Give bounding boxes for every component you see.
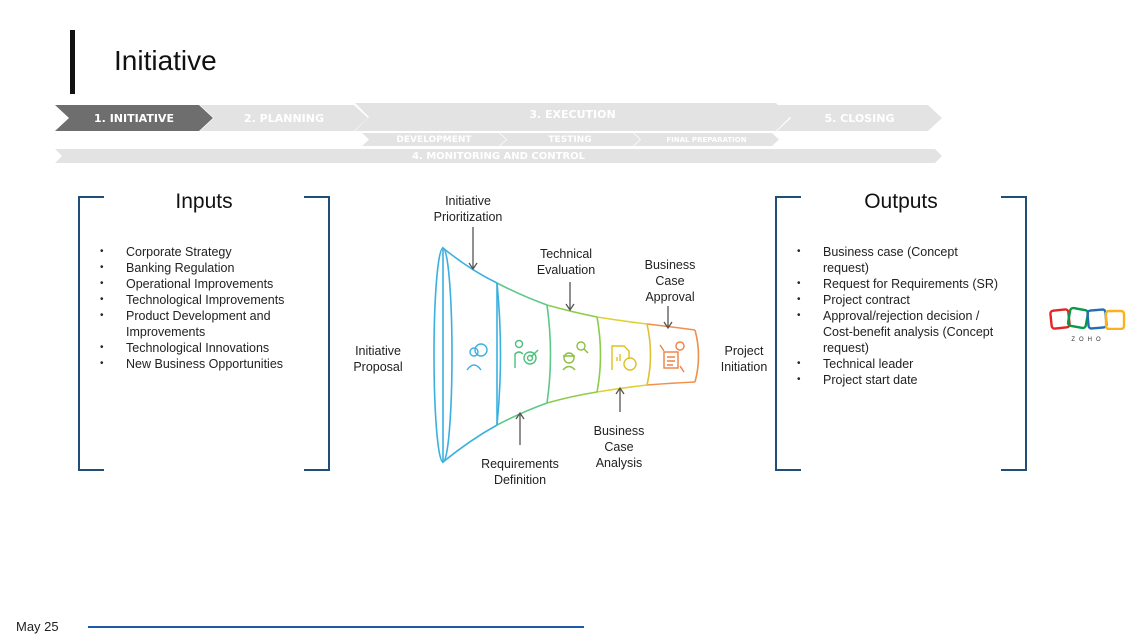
list-item: Corporate Strategy xyxy=(100,244,300,260)
outputs-title: Outputs xyxy=(864,190,938,213)
phase-execution: 3. EXECUTION xyxy=(355,103,790,131)
inputs-panel: Inputs Corporate Strategy Banking Regula… xyxy=(78,190,330,372)
list-item: Technical leader xyxy=(797,356,1007,372)
label-initiative-prioritization: Initiative Prioritization xyxy=(433,194,503,224)
zoho-logo: ZOHO xyxy=(1048,306,1128,343)
list-item: Operational Improvements xyxy=(100,276,300,292)
list-item: Project start date xyxy=(797,372,1007,388)
engineer-search-icon xyxy=(562,341,589,371)
phase-final-preparation: FINAL PREPARATION xyxy=(634,133,779,146)
list-item: Request for Requirements (SR) xyxy=(797,276,1007,292)
phase-testing: TESTING xyxy=(500,133,640,146)
logo-text: ZOHO xyxy=(1071,337,1105,343)
phase-monitoring: 4. MONITORING AND CONTROL xyxy=(55,149,942,163)
financial-analysis-icon xyxy=(611,345,637,371)
list-item: Approval/rejection decision / Cost-benef… xyxy=(797,308,1007,356)
title-accent-bar xyxy=(70,30,75,94)
label-project-initiation: Project Initiation xyxy=(720,344,768,374)
footer-divider xyxy=(88,626,584,628)
list-item: Project contract xyxy=(797,292,1007,308)
list-item: Business case (Concept request) xyxy=(797,244,1007,276)
label-business-case-approval: Business Case Approval xyxy=(644,258,696,304)
funnel-arrows xyxy=(468,227,673,445)
inputs-list: Corporate Strategy Banking Regulation Op… xyxy=(100,244,300,372)
footer-date: May 25 xyxy=(16,619,59,634)
phase-planning: 2. PLANNING xyxy=(200,105,368,131)
phase-initiative: 1. INITIATIVE xyxy=(55,105,213,131)
list-item: New Business Opportunities xyxy=(100,356,300,372)
phase-closing: 5. CLOSING xyxy=(777,105,942,131)
inputs-bracket-right xyxy=(304,196,330,471)
funnel-segment-1 xyxy=(442,246,498,464)
approval-document-icon xyxy=(659,341,685,373)
strategy-people-icon xyxy=(466,343,488,371)
list-item: Technological Innovations xyxy=(100,340,300,356)
label-requirements-definition: Requirements Definition xyxy=(481,457,559,487)
funnel-segments xyxy=(433,246,700,464)
outputs-list: Business case (Concept request) Request … xyxy=(797,244,1007,388)
inputs-title: Inputs xyxy=(175,190,233,213)
funnel-opening xyxy=(433,247,453,463)
phase-development: DEVELOPMENT xyxy=(362,133,506,146)
label-initiative-proposal: Initiative Proposal xyxy=(353,344,403,374)
label-technical-evaluation: Technical Evaluation xyxy=(536,247,596,277)
page-title: Initiative xyxy=(114,45,217,76)
outputs-bracket-right xyxy=(1001,196,1027,471)
inputs-bracket-left xyxy=(78,196,104,471)
list-item: Technological Improvements xyxy=(100,292,300,308)
list-item: Banking Regulation xyxy=(100,260,300,276)
target-person-icon xyxy=(514,339,539,368)
list-item: Product Development and Improvements xyxy=(100,308,300,340)
outputs-bracket-left xyxy=(775,196,801,471)
label-business-case-analysis: Business Case Analysis xyxy=(593,424,645,470)
outputs-panel: Outputs Business case (Concept request) … xyxy=(775,190,1027,388)
